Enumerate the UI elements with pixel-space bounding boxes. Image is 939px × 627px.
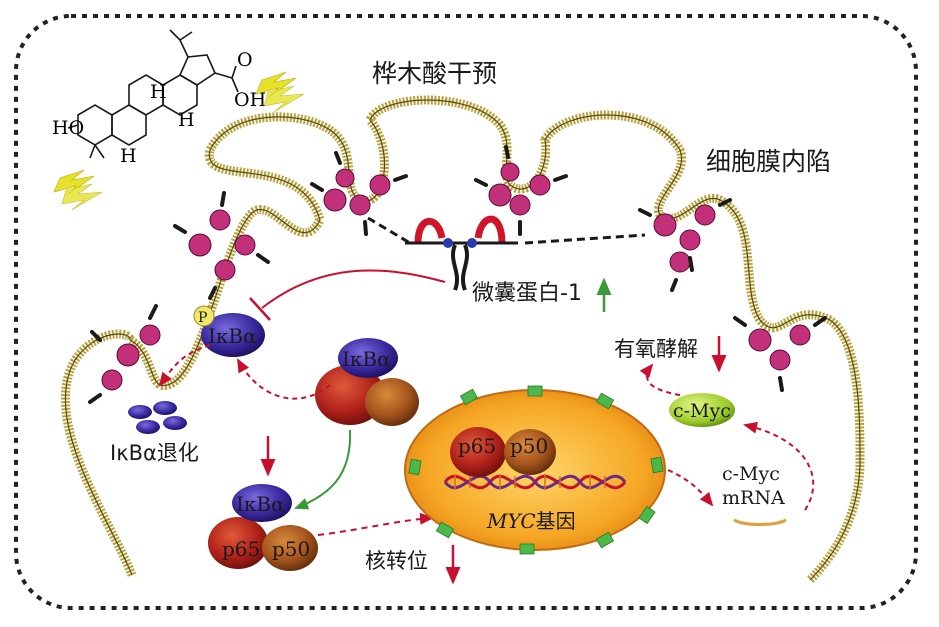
phosphorylation-arrow — [237, 358, 331, 400]
mrna-strand — [733, 518, 787, 526]
translation-arrow — [743, 421, 815, 511]
caveola-center-right — [488, 162, 551, 216]
phospho-label: P — [198, 310, 207, 326]
caveola-left-low — [101, 324, 161, 391]
cell-boundary — [14, 14, 918, 610]
green-arrow — [294, 429, 352, 510]
structure-label-h1: H — [120, 145, 137, 167]
nuclear-nfkb-dimer — [450, 427, 556, 477]
structure-label-oh: OH — [234, 89, 266, 111]
ikba-nfkb-complex — [315, 338, 419, 426]
p50-label-nuclear: p50 — [510, 434, 548, 458]
structure-label-h3: H — [178, 109, 195, 131]
degraded-ikba-fragments — [128, 401, 187, 434]
caveola-right-low — [748, 324, 811, 371]
betulinic-acid-structure — [67, 29, 239, 159]
caveola-left-mid — [188, 209, 256, 281]
structure-label-ho: HO — [52, 117, 84, 139]
plasma-membrane — [60, 95, 865, 584]
caveolae — [101, 162, 811, 391]
mrna-label-line2: mRNA — [722, 487, 785, 509]
mrna-label-line1: c-Myc — [722, 463, 780, 485]
ikba-label-complex: IκBα — [342, 347, 391, 371]
title-label: 桦木酸干预 — [372, 59, 497, 88]
degradation-arrow — [158, 344, 211, 387]
p65-label-nuclear: p65 — [458, 434, 496, 458]
phospho-group-icon — [193, 305, 215, 327]
phospho-ikba — [201, 313, 265, 357]
ikba-label-phospho: IκBα — [208, 324, 257, 348]
inhibition-line — [261, 269, 446, 309]
ikba-label-lower: IκBα — [236, 492, 285, 516]
p50-label-lower: p50 — [272, 537, 310, 561]
myc-gene-label: MYC基因 — [486, 509, 576, 533]
mrna-export-arrow — [667, 469, 714, 507]
caveola-right-mid — [653, 204, 716, 273]
lightning-icon — [53, 71, 305, 211]
caveola-center-left — [323, 168, 391, 216]
p65-label-lower: p65 — [222, 537, 260, 561]
membrane-invagination-label: 细胞膜内陷 — [706, 147, 831, 176]
caveolin-label: 微囊蛋白-1 — [472, 281, 582, 306]
glycolysis-arrow — [639, 363, 681, 396]
translocation-label: 核转位 — [365, 549, 428, 573]
nuclear-import-arrow — [317, 512, 434, 536]
cmyc-label: c-Myc — [673, 400, 731, 422]
structure-label-o: O — [237, 49, 253, 71]
cmyc-protein — [669, 393, 735, 427]
lower-nfkb-complex — [208, 484, 318, 571]
inhibition-bar — [249, 297, 271, 321]
structure-label-h2: H — [150, 81, 167, 103]
glycolysis-label: 有氧酵解 — [614, 337, 698, 361]
degradation-label: IκBα退化 — [110, 441, 199, 465]
caveolin-1-molecule — [367, 215, 646, 291]
caveola-spikes — [88, 145, 827, 404]
